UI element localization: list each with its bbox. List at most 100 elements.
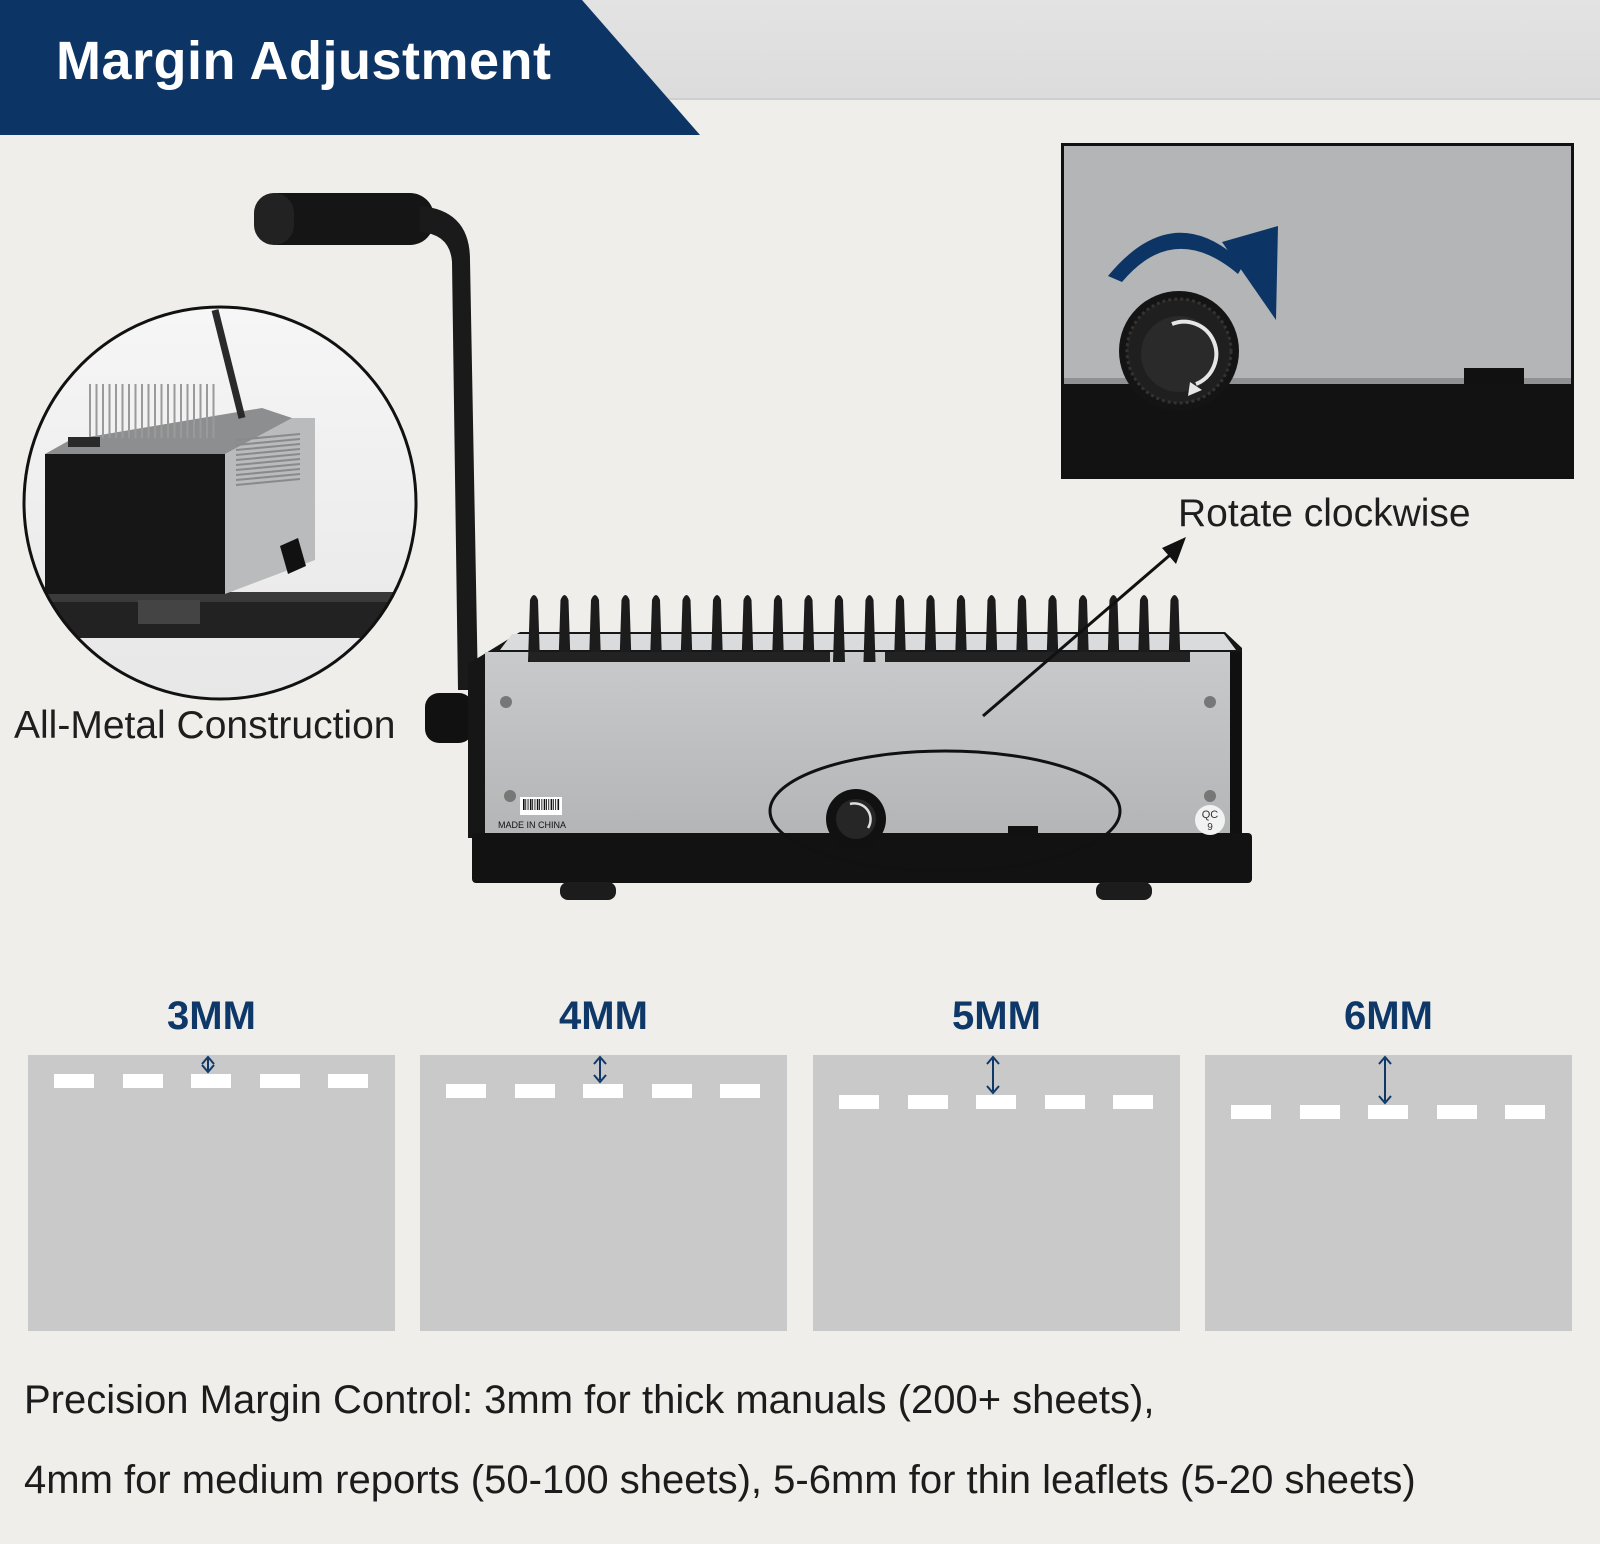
detail-side-tooth (235, 473, 301, 481)
punch-hole (1044, 1095, 1085, 1109)
comb-tooth (558, 595, 571, 662)
punch-hole (651, 1084, 692, 1098)
comb-tooth (894, 595, 906, 662)
description-line-2: 4mm for medium reports (50-100 sheets), … (24, 1458, 1416, 1502)
barcode-bar (550, 799, 553, 810)
rotate-caption: Rotate clockwise (1178, 492, 1471, 535)
knob-closeup-inset (1061, 143, 1574, 479)
punch-hole (446, 1084, 486, 1098)
detail-side-tooth (235, 448, 301, 456)
barcode-bar (536, 799, 539, 810)
barcode-bar (525, 799, 527, 810)
barcode-bar (527, 799, 529, 810)
punch-hole (1299, 1105, 1340, 1119)
detail-side-tooth (235, 433, 301, 441)
comb-tooth (741, 595, 754, 662)
comb-tooth (1046, 595, 1059, 662)
barcode-bar (523, 799, 525, 810)
punch-hole (259, 1074, 300, 1088)
punch-hole (1113, 1095, 1153, 1109)
detail-side-tooth (235, 468, 301, 476)
comb-tooth (1016, 595, 1028, 662)
detail-side-tooth (235, 453, 301, 461)
punch-hole (514, 1084, 555, 1098)
comb-tooth (985, 595, 998, 662)
punch-hole (328, 1074, 368, 1088)
comb-tooth (1138, 595, 1150, 662)
qc-number: 9 (1207, 822, 1213, 833)
comb-tooth (772, 595, 784, 662)
comb-tooth (1168, 595, 1181, 662)
barcode (523, 799, 560, 810)
margin-label-4mm: 4MM (559, 994, 648, 1038)
barcode-bar (548, 799, 550, 810)
comb-tooth (802, 595, 815, 662)
comb-tooth (924, 595, 937, 662)
punch-hole (839, 1095, 879, 1109)
barcode-bar (529, 799, 532, 810)
margin-label-3mm: 3MM (167, 994, 256, 1038)
barcode-bar (557, 799, 560, 810)
clockwise-arrow-icon (1108, 226, 1278, 320)
metal-construction-caption: All-Metal Construction (14, 704, 396, 747)
comb-tooth (650, 595, 662, 662)
punch-hole (1231, 1105, 1271, 1119)
margin-panel-5mm (813, 1055, 1180, 1331)
punch-hole (720, 1084, 760, 1098)
barcode-bar (532, 799, 534, 810)
gap-arrow-icon (986, 1055, 1000, 1095)
closeup-knob (1119, 291, 1239, 411)
barcode-bar (539, 799, 540, 810)
margin-label-6mm: 6MM (1344, 994, 1433, 1038)
punch-hole (907, 1095, 948, 1109)
detail-side-tooth (235, 463, 301, 471)
barcode-bar (555, 799, 557, 810)
comb-tooth (711, 595, 723, 662)
comb-teeth (528, 595, 1181, 662)
crank-handle (254, 193, 478, 743)
margin-panel-3mm (28, 1055, 395, 1331)
comb-tooth (589, 595, 601, 662)
barcode-bar (546, 799, 547, 810)
punch-hole (976, 1095, 1016, 1109)
detail-side-tooth (235, 443, 301, 451)
comb-tooth (863, 595, 876, 662)
title-banner (0, 0, 700, 135)
closeup-illustration (1064, 146, 1571, 476)
punch-hole (1436, 1105, 1477, 1119)
punch-hole (1505, 1105, 1545, 1119)
margin-panel-4mm (420, 1055, 787, 1331)
detail-side-tooth (235, 478, 301, 486)
pointer-arrow (982, 537, 1186, 718)
qc-sticker (1195, 805, 1225, 835)
barcode-bar (534, 799, 536, 810)
barcode-bar (552, 799, 554, 810)
binding-machine-illustration: MADE IN CHINA QC 9 (22, 193, 1252, 900)
gap-arrow-icon (201, 1055, 215, 1074)
comb-tooth (528, 595, 540, 662)
page-title: Margin Adjustment (56, 31, 552, 91)
margin-panel-6mm (1205, 1055, 1572, 1331)
machine-body (468, 632, 1252, 900)
punch-hole (122, 1074, 163, 1088)
description-line-1: Precision Margin Control: 3mm for thick … (24, 1378, 1155, 1422)
detail-side-tooth (235, 438, 301, 446)
comb-tooth (833, 595, 845, 662)
comb-tooth (1107, 595, 1120, 662)
margin-knob (826, 789, 886, 849)
barcode-bar (541, 799, 543, 810)
knob-highlight-ellipse (768, 749, 1122, 873)
qc-text: QC (1202, 809, 1219, 821)
gap-arrow-icon (1378, 1055, 1392, 1105)
barcode-bar (543, 799, 546, 810)
made-in-label: MADE IN CHINA (498, 820, 566, 830)
punch-hole (191, 1074, 231, 1088)
punch-hole (583, 1084, 623, 1098)
punch-hole (1368, 1105, 1408, 1119)
metal-detail-circle (22, 305, 418, 701)
comb-tooth (680, 595, 693, 662)
punch-hole (54, 1074, 94, 1088)
detail-side-tooth (235, 458, 301, 466)
comb-tooth (955, 595, 967, 662)
margin-label-5mm: 5MM (952, 994, 1041, 1038)
